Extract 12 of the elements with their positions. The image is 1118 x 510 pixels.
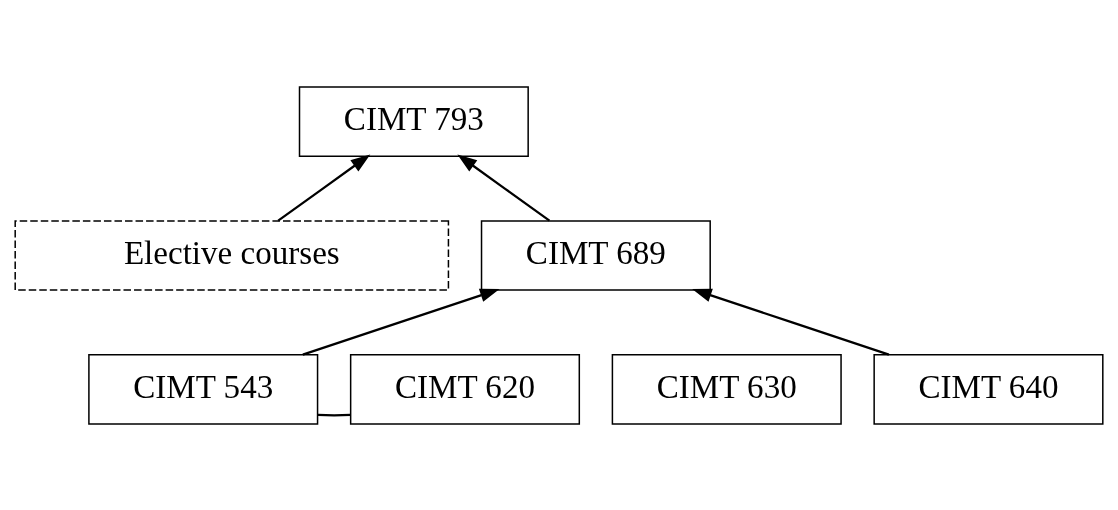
connector — [317, 413, 351, 416]
node-box: CIMT 630 — [611, 353, 842, 425]
node-box: CIMT 620 — [349, 353, 581, 425]
arrow — [302, 288, 500, 356]
arrow — [457, 153, 551, 222]
arrow — [692, 288, 890, 356]
node-box: Elective courses — [14, 219, 450, 291]
node-box: CIMT 543 — [88, 353, 319, 425]
node-box: CIMT 793 — [298, 85, 529, 157]
node-box: CIMT 640 — [873, 353, 1104, 425]
arrow — [277, 153, 371, 222]
node-box: CIMT 689 — [480, 219, 711, 291]
